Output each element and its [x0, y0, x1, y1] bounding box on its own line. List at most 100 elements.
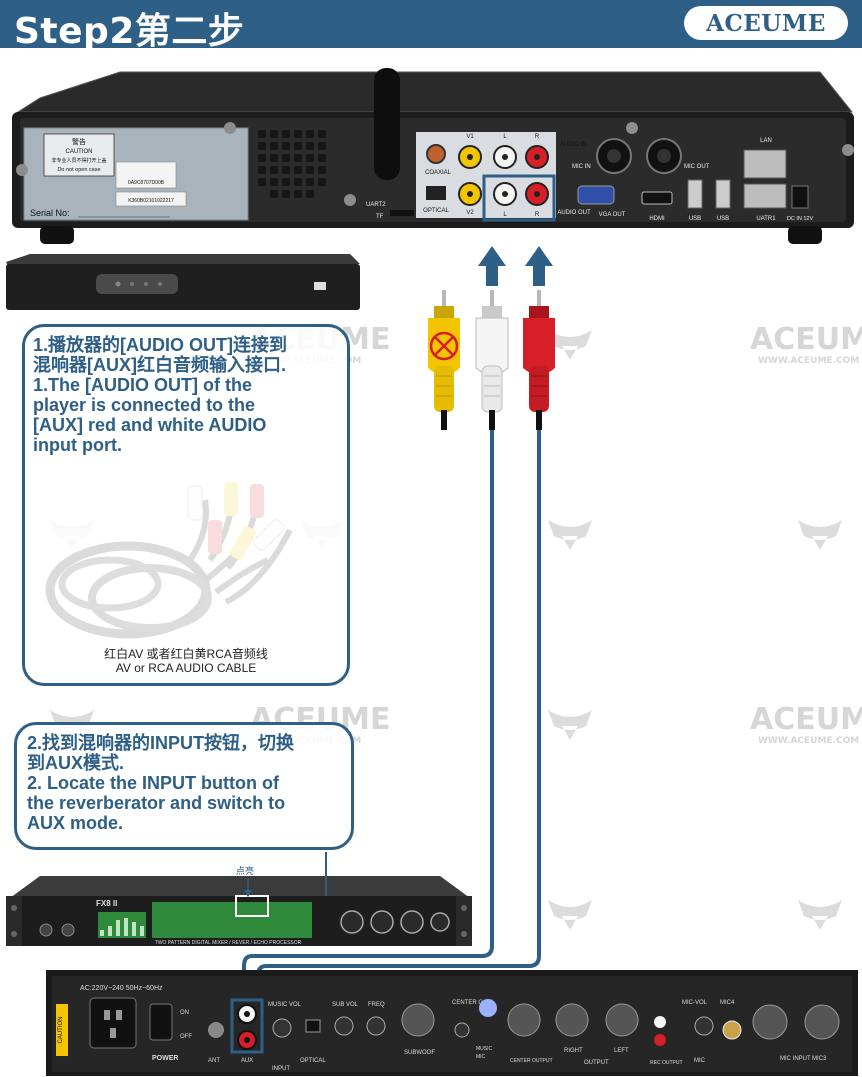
- usb-label-1: USB: [689, 216, 701, 222]
- music-label: MUSIC: [476, 1046, 493, 1052]
- watermark-brand: ACEUME: [750, 322, 862, 357]
- instruction-1-line: input port.: [33, 435, 122, 455]
- coaxial-label: COAXIAL: [425, 170, 452, 176]
- step-title: Step2第二步: [14, 11, 245, 52]
- sub-vol-knob: [334, 1016, 354, 1036]
- instruction-1-line: [AUX] red and white AUDIO: [33, 415, 267, 435]
- warning-title: 警告: [72, 137, 86, 146]
- instruction-1-text: 1.播放器的[AUDIO OUT]连接到 混响器[AUX]红白音频输入接口. 1…: [33, 335, 287, 455]
- processor-subtitle: TWO PATTERN DIGITAL MIXER / REVER / ECHO…: [155, 940, 302, 946]
- barcode-2: K360B02101022217: [128, 198, 174, 204]
- input-button-highlight: [235, 895, 269, 917]
- rca-plug-yellow: [428, 290, 460, 430]
- right-output-xlr: [555, 1003, 589, 1037]
- antenna-port: [208, 1022, 224, 1038]
- aux-port-highlight: [230, 998, 264, 1054]
- mic-in-label: MIC IN: [572, 164, 591, 170]
- watermark-mascot-icon: [798, 900, 842, 930]
- off-label: OFF: [180, 1034, 192, 1040]
- barcode-1: 0A9C8707D00B: [128, 180, 165, 186]
- rec-output-label: REC OUTPUT: [650, 1060, 683, 1066]
- audio-in-l-label: L: [503, 134, 507, 140]
- header-bar: Step2第二步 ACEUME: [0, 0, 862, 52]
- warning-caution: CAUTION: [66, 149, 93, 155]
- freq-label: FREQ: [368, 1002, 385, 1008]
- v2-label: V2: [466, 210, 474, 216]
- instruction-1-line: 1.播放器的[AUDIO OUT]连接到: [33, 335, 287, 355]
- watermark-site: WWW.ACEUME.COM: [758, 736, 860, 746]
- instruction-2-line: the reverberator and switch to: [27, 793, 286, 813]
- center-gain-knob: [479, 999, 497, 1017]
- left-label: LEFT: [614, 1048, 629, 1054]
- route-line-white: [242, 430, 494, 1010]
- watermark-mascot-icon: [548, 330, 592, 360]
- watermark-brand: ACEUME: [750, 702, 862, 737]
- mic3-label: MIC3: [812, 1056, 827, 1062]
- rca-plug-red: [523, 290, 555, 430]
- ant-label: ANT: [208, 1058, 220, 1064]
- instruction-box-1: 1.播放器的[AUDIO OUT]连接到 混响器[AUX]红白音频输入接口. 1…: [22, 324, 350, 686]
- not-used-icon: [429, 331, 459, 361]
- instruction-1-line: 1.The [AUDIO OUT] of the: [33, 375, 252, 395]
- power-socket: [89, 997, 137, 1049]
- watermark-mascot-icon: [548, 900, 592, 930]
- warning-cn: 非专业人员不得打开上盖: [51, 157, 106, 164]
- mic-input-label: MIC INPUT: [780, 1056, 811, 1062]
- subwoof-label: SUBWOOF: [404, 1050, 435, 1056]
- cable-caption: 红白AV 或者红白黄RCA音频线 AV or RCA AUDIO CABLE: [21, 647, 351, 675]
- brand-logo: ACEUME: [706, 10, 826, 37]
- hdmi-port: [641, 191, 673, 205]
- audio-in-label: AUDIO IN: [560, 142, 587, 148]
- mic4-xlr: [752, 1004, 788, 1040]
- mic-section-label: MIC: [694, 1058, 706, 1064]
- player-front-view: [6, 254, 360, 310]
- usb-label-2: USB: [717, 216, 729, 222]
- arrow-up-icon: [525, 246, 553, 286]
- uatr1-port: [743, 183, 787, 209]
- sub-vol-label: SUB VOL: [332, 1002, 359, 1008]
- optical-label: OPTICAL: [423, 208, 449, 214]
- instruction-1-line: player is connected to the: [33, 395, 256, 415]
- power-switch: [149, 1003, 173, 1041]
- right-label: RIGHT: [564, 1048, 583, 1054]
- reverb-processor: FX8 II 点亮 TWO PATTERN DIGITAL MIXER / RE…: [6, 865, 472, 946]
- center-gain-label: CENTER GAIN: [452, 1000, 493, 1006]
- watermark-mascot-icon: [548, 710, 592, 740]
- cable-caption-en: AV or RCA AUDIO CABLE: [115, 661, 257, 675]
- mic-vol-label: MIC-VOL: [682, 1000, 708, 1006]
- watermark-mascot-icon: [798, 520, 842, 550]
- tf-label: TF: [376, 214, 384, 220]
- instruction-2-line: AUX mode.: [27, 813, 124, 833]
- instruction-2-line: 2.找到混响器的INPUT按钮，切换: [27, 733, 295, 753]
- processor-model: FX8 II: [96, 899, 117, 908]
- optical-in-port: [305, 1019, 321, 1033]
- dc-in-port: [791, 185, 809, 209]
- mic3-xlr: [804, 1004, 840, 1040]
- rca-plug-white: [475, 290, 509, 430]
- mixer-back-panel: AC:220V~240 50Hz~60Hz CAUTION ON OFF POW…: [46, 970, 858, 1076]
- audio-out-label: AUDIO OUT: [557, 210, 591, 216]
- center-output-xlr: [507, 1003, 541, 1037]
- audio-out-highlight: [482, 174, 556, 222]
- uart2-label: UART2: [366, 202, 386, 208]
- input-label: INPUT: [272, 1066, 290, 1072]
- audio-out-l-label: L: [503, 212, 507, 218]
- usb-port-1: [687, 179, 703, 209]
- vent-grid: [258, 130, 326, 198]
- music-vol-knob: [272, 1018, 292, 1038]
- brand-logo-badge: ACEUME: [684, 6, 848, 40]
- rec-out-white: [654, 1016, 666, 1028]
- mic4-label: MIC4: [720, 1000, 735, 1006]
- serial-label: Serial No:: [30, 208, 70, 218]
- optical-label: OPTICAL: [300, 1058, 326, 1064]
- aux-label: AUX: [241, 1058, 253, 1064]
- ac-label: AC:220V~240 50Hz~60Hz: [80, 985, 163, 992]
- connection-arrows: [478, 246, 553, 286]
- on-label: ON: [180, 1010, 189, 1016]
- music-vol-label: MUSIC VOL: [268, 1002, 302, 1008]
- caution-label: CAUTION: [58, 1017, 64, 1044]
- hdmi-label: HDMI: [649, 216, 665, 222]
- vga-port: [577, 185, 615, 205]
- light-note: 点亮: [236, 865, 254, 876]
